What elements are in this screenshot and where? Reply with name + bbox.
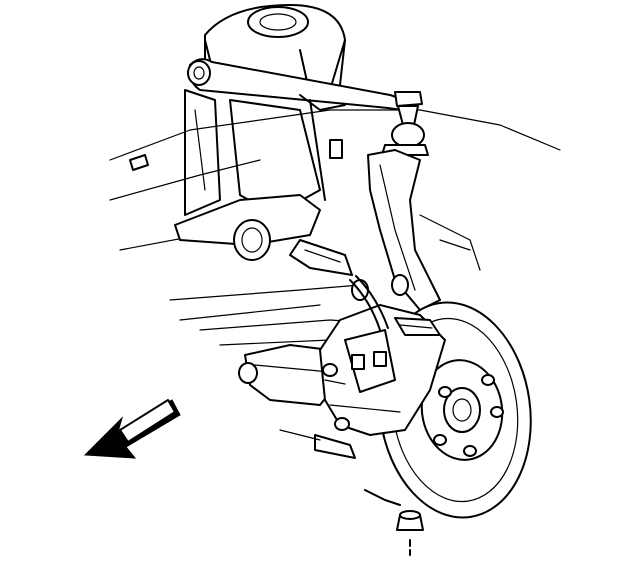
lower-ball-joint-nut [364, 489, 424, 556]
direction-arrow [83, 399, 181, 459]
upper-ball-joint [381, 91, 429, 156]
upper-control-arm [174, 4, 406, 261]
tie-rod [289, 239, 353, 276]
wheel-hub [420, 359, 504, 461]
brake-hose [349, 275, 389, 331]
frame-rail [109, 109, 561, 346]
lower-control-arm [238, 344, 356, 459]
brake-caliper [319, 304, 446, 436]
